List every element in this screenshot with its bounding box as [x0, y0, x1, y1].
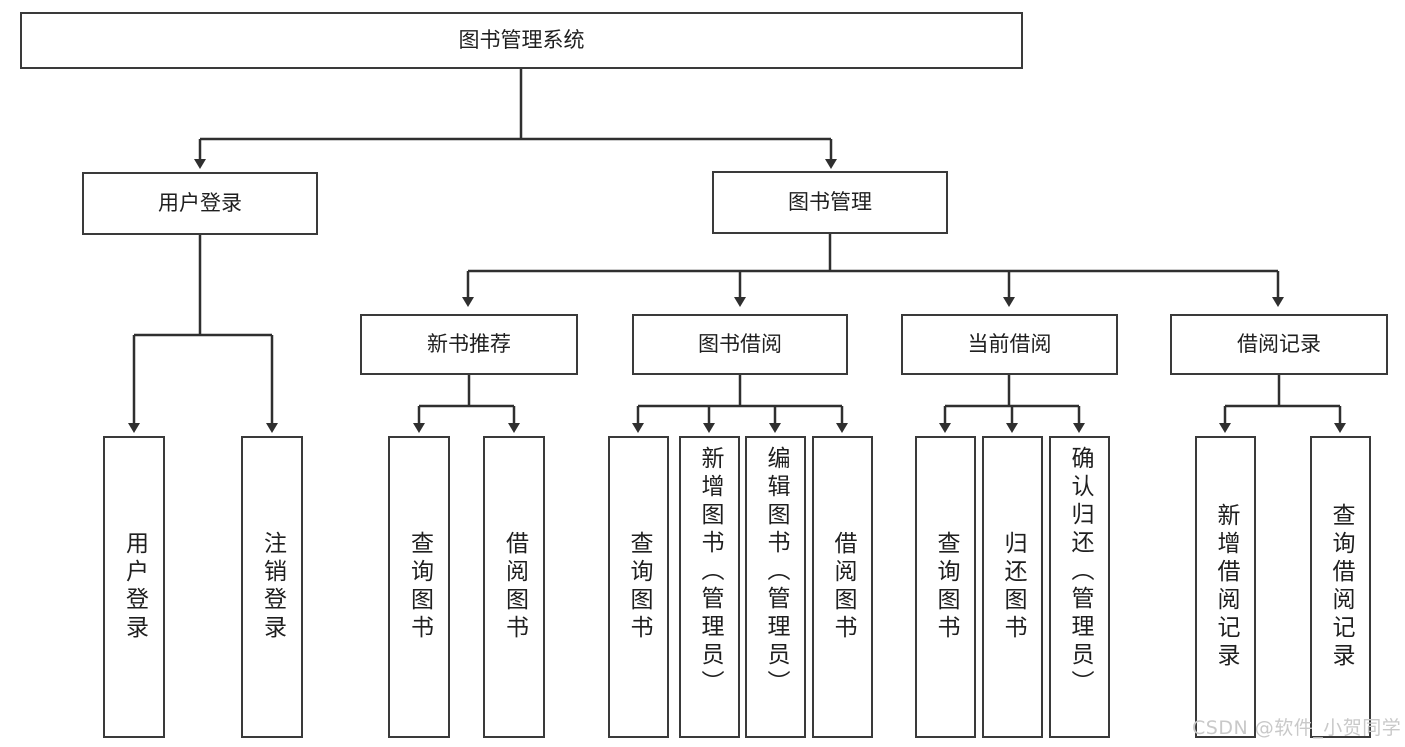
node-current-borrow[interactable]: 当前借阅 — [901, 314, 1118, 375]
leaf-add-book-admin[interactable]: 新增图书（管理员） — [679, 436, 740, 738]
leaf-logout-login[interactable]: 注销登录 — [241, 436, 303, 738]
node-label: 查询图书 — [626, 531, 652, 643]
node-label: 查询图书 — [933, 531, 959, 643]
node-new-book-recommend[interactable]: 新书推荐 — [360, 314, 578, 375]
node-label: 借阅图书 — [501, 531, 528, 643]
leaf-query-book-borrow[interactable]: 查询图书 — [608, 436, 669, 738]
node-label: 查询借阅记录 — [1328, 503, 1354, 671]
node-label: 新书推荐 — [427, 332, 511, 357]
node-label: 查询图书 — [406, 531, 433, 643]
node-label: 编辑图书（管理员） — [763, 446, 789, 698]
leaf-return-book[interactable]: 归还图书 — [982, 436, 1043, 738]
leaf-edit-book-admin[interactable]: 编辑图书（管理员） — [745, 436, 806, 738]
csdn-watermark: CSDN @软件_小贺同学 — [1192, 717, 1402, 739]
node-book-management[interactable]: 图书管理 — [712, 171, 948, 234]
node-label: 图书管理 — [788, 190, 872, 215]
leaf-borrow-book[interactable]: 借阅图书 — [812, 436, 873, 738]
node-label: 归还图书 — [1000, 531, 1026, 643]
node-label: 借阅记录 — [1237, 332, 1321, 357]
leaf-query-book-current[interactable]: 查询图书 — [915, 436, 976, 738]
node-root-book-management-system[interactable]: 图书管理系统 — [20, 12, 1023, 69]
leaf-user-login[interactable]: 用户登录 — [103, 436, 165, 738]
node-label: 用户登录 — [121, 531, 148, 643]
node-borrow-record[interactable]: 借阅记录 — [1170, 314, 1388, 375]
leaf-add-borrow-record[interactable]: 新增借阅记录 — [1195, 436, 1256, 738]
node-label: 图书管理系统 — [458, 28, 585, 53]
node-label: 注销登录 — [259, 531, 286, 643]
node-label: 新增借阅记录 — [1213, 503, 1239, 671]
node-user-login[interactable]: 用户登录 — [82, 172, 318, 235]
node-book-borrow[interactable]: 图书借阅 — [632, 314, 848, 375]
node-label: 图书借阅 — [698, 332, 782, 357]
leaf-borrow-book-recommend[interactable]: 借阅图书 — [483, 436, 545, 738]
leaf-confirm-return-admin[interactable]: 确认归还（管理员） — [1049, 436, 1110, 738]
node-label: 确认归还（管理员） — [1067, 446, 1093, 698]
leaf-query-borrow-record[interactable]: 查询借阅记录 — [1310, 436, 1371, 738]
node-label: 用户登录 — [158, 191, 242, 216]
node-label: 借阅图书 — [830, 531, 856, 643]
node-label: 新增图书（管理员） — [697, 446, 723, 698]
leaf-query-book-recommend[interactable]: 查询图书 — [388, 436, 450, 738]
node-label: 当前借阅 — [967, 332, 1052, 357]
